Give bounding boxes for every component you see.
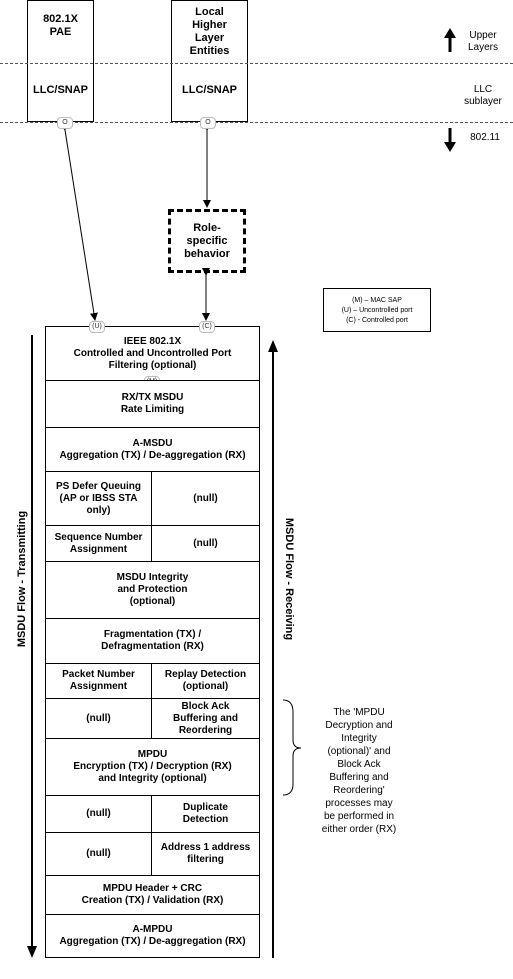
legend-box bbox=[323, 288, 431, 332]
llc-snap-left-label: LLC/SNAP bbox=[33, 83, 88, 96]
higher-layer-llc-column bbox=[171, 0, 248, 122]
order-note: The 'MPDU Decryption and Integrity (opti… bbox=[321, 707, 397, 835]
fragmentation-row: Fragmentation (TX) / Defragmentation (RX… bbox=[45, 618, 260, 664]
role-specific-behavior-box bbox=[168, 209, 246, 273]
legend-mac-sap: (M) – MAC SAP bbox=[352, 296, 402, 304]
sequence-null-cell: (null) bbox=[151, 525, 260, 562]
legend-uncontrolled-port: (U) – Uncontrolled port bbox=[341, 306, 413, 314]
block-ack-cell: Block Ack Buffering and Reordering bbox=[151, 698, 260, 739]
mpdu-encryption-row: MPDU Encryption (TX) / Decryption (RX) a… bbox=[45, 738, 260, 796]
llc-snap-right-label: LLC/SNAP bbox=[182, 83, 237, 96]
uncontrolled-port-marker: (U) bbox=[89, 321, 105, 333]
a-msdu-row: A-MSDU Aggregation (TX) / De-aggregation… bbox=[45, 427, 260, 472]
rate-limiting-row: RX/TX MSDU Rate Limiting bbox=[45, 380, 260, 428]
ieee-8021x-filtering-row: IEEE 802.1X Controlled and Uncontrolled … bbox=[45, 326, 260, 381]
block-ack-null-cell: (null) bbox=[45, 698, 152, 739]
llc-mac-separator bbox=[0, 122, 513, 123]
packet-number-cell: Packet Number Assignment bbox=[45, 663, 152, 699]
llc-left-sap-marker: O bbox=[57, 117, 73, 129]
replay-detection-cell: Replay Detection (optional) bbox=[151, 663, 260, 699]
address-null-cell: (null) bbox=[45, 832, 152, 876]
msdu-integrity-row: MSDU Integrity and Protection (optional) bbox=[45, 561, 260, 619]
duplicate-null-cell: (null) bbox=[45, 795, 152, 833]
a-mpdu-row: A-MPDU Aggregation (TX) / De-aggregation… bbox=[45, 914, 260, 958]
mac-802-11-label: 802.11 bbox=[470, 132, 500, 143]
address-filtering-cell: Address 1 address filtering bbox=[151, 832, 260, 876]
pae-to-uncontrolled-arrow bbox=[59, 122, 98, 321]
rx-flow-label: MSDU Flow - Receiving bbox=[283, 517, 295, 641]
mpdu-header-crc-row: MPDU Header + CRC Creation (TX) / Valida… bbox=[45, 875, 260, 915]
pae-llc-column bbox=[27, 0, 94, 122]
llc-sublayer-label: LLC sublayer bbox=[464, 84, 502, 107]
ps-defer-queuing-cell: PS Defer Queuing (AP or IBSS STA only) bbox=[45, 471, 152, 526]
duplicate-detection-cell: Duplicate Detection bbox=[151, 795, 260, 833]
upper-llc-separator bbox=[0, 63, 513, 64]
ps-defer-null-cell: (null) bbox=[151, 471, 260, 526]
controlled-port-marker: (C) bbox=[199, 321, 215, 333]
role-specific-behavior-label: Role- specific behavior bbox=[184, 221, 230, 260]
higher-layer-entities-label: Local Higher Layer Entities bbox=[189, 6, 230, 57]
sequence-number-cell: Sequence Number Assignment bbox=[45, 525, 152, 562]
brace bbox=[282, 699, 302, 796]
legend-controlled-port: (C) - Controlled port bbox=[346, 316, 408, 324]
tx-flow-label: MSDU Flow - Transmitting bbox=[16, 510, 28, 648]
llc-right-sap-marker: O bbox=[200, 117, 216, 129]
pae-label: 802.1X PAE bbox=[43, 13, 78, 38]
upper-layers-label: Upper Layers bbox=[467, 30, 498, 53]
